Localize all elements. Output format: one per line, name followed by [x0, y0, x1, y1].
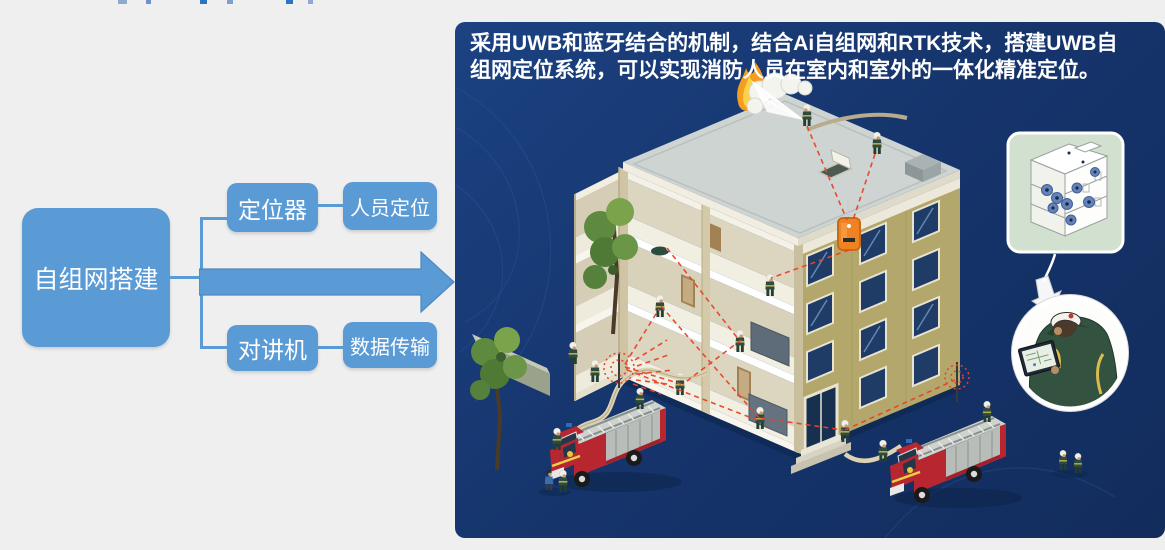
- flowchart-root-label: 自组网搭建: [33, 265, 159, 294]
- firefighter-figure: [1058, 449, 1068, 471]
- flowchart-branch-walkie-talkie-label: 对讲机: [238, 337, 307, 363]
- connector-locator-result: [318, 204, 343, 207]
- cropped-text-fragment: [308, 0, 313, 4]
- facade-windows: [806, 199, 940, 410]
- cropped-text-fragment: [118, 0, 127, 4]
- firefighter-figure: [877, 439, 889, 463]
- roof-hatch: [817, 149, 853, 179]
- cropped-text-fragment: [200, 0, 207, 4]
- flowchart-root-box: 自组网搭建: [22, 208, 170, 347]
- cropped-text-fragment: [227, 0, 233, 4]
- rescue-scene-illustration: [455, 62, 1129, 538]
- water-spray: [751, 80, 804, 121]
- cropped-text-fragment: [286, 0, 293, 4]
- entrance-stairs: [791, 434, 851, 474]
- flowchart-branch-locator-box: 定位器: [227, 183, 318, 232]
- firefighter-figure: [551, 427, 563, 451]
- firefighter-figure: [1073, 452, 1083, 474]
- window-reflections: [810, 207, 934, 353]
- commander-with-tablet-inset: [1011, 294, 1129, 412]
- panel-caption: 采用UWB和蓝牙结合的机制，结合Ai自组网和RTK技术，搭建UWB自 组网定位系…: [470, 30, 1157, 84]
- minimap-callout: [1006, 131, 1125, 254]
- minimap-dot-centers: [1045, 151, 1097, 222]
- flowchart-branch-walkie-talkie-box: 对讲机: [227, 325, 318, 371]
- connector-root-horizontal: [170, 276, 202, 279]
- connector-walkie-result: [318, 346, 343, 349]
- signal-antenna-right: [944, 362, 970, 402]
- uwb-beacon-device: [837, 198, 861, 251]
- flowchart-result-personnel-positioning-box: 人员定位: [343, 182, 437, 230]
- caption-line-1: 采用UWB和蓝牙结合的机制，结合Ai自组网和RTK技术，搭建UWB自: [470, 32, 1118, 55]
- big-right-arrow: [199, 251, 455, 314]
- firefighter-figure: [567, 341, 579, 365]
- rooftop-ac-unit: [905, 154, 941, 182]
- red-dashed-mesh-links: [624, 125, 956, 431]
- connector-branch-bottom: [200, 346, 228, 349]
- caption-line-2: 组网定位系统，可以实现消防人员在室内和室外的一体化精准定位。: [470, 59, 1100, 82]
- flowchart-result-data-transmission-box: 数据传输: [343, 322, 437, 368]
- tree: [583, 198, 638, 335]
- tree: [470, 327, 527, 471]
- building-ground-shadow: [623, 377, 960, 460]
- tablet: [1017, 340, 1061, 377]
- flowchart-branch-locator-label: 定位器: [238, 196, 307, 223]
- fire-truck-right: [888, 414, 1024, 510]
- flowchart-result-data-transmission-label: 数据传输: [350, 336, 430, 359]
- interior-door: [681, 222, 751, 402]
- illustration-panel: 采用UWB和蓝牙结合的机制，结合Ai自组网和RTK技术，搭建UWB自 组网定位系…: [455, 22, 1165, 538]
- flowchart-result-personnel-positioning-label: 人员定位: [350, 197, 430, 220]
- interior-gray-panel: [748, 321, 790, 437]
- cutaway-building: [574, 94, 960, 455]
- rooftop-hose: [806, 112, 908, 132]
- structural-columns: [618, 167, 803, 455]
- cropped-text-fragment: [146, 0, 151, 4]
- connector-branch-top: [200, 217, 228, 220]
- fire-truck-left: [550, 400, 682, 492]
